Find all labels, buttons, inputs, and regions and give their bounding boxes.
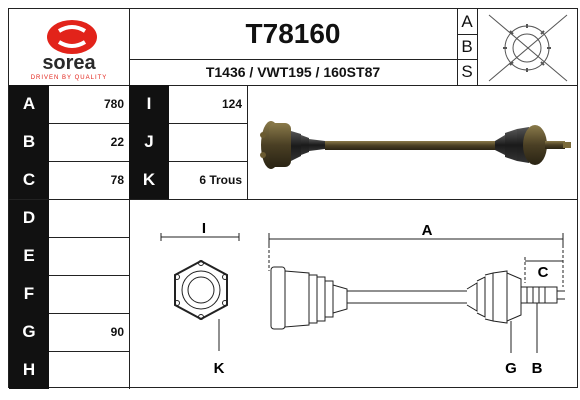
brand-name: sorea bbox=[42, 51, 96, 74]
dimension-table-left: A 780 B 22 C 78 D E F G 90 H bbox=[9, 85, 129, 389]
dim-label-j: J bbox=[129, 123, 169, 161]
dim-label-g: G bbox=[9, 313, 49, 351]
dim-value-a: 780 bbox=[103, 97, 124, 111]
diagram-label-b: B bbox=[532, 360, 543, 377]
dim-label-k: K bbox=[129, 161, 169, 199]
dim-label-i: I bbox=[129, 85, 169, 123]
dim-label-e: E bbox=[9, 237, 49, 275]
dim-value-k: 6 Trous bbox=[199, 173, 242, 187]
dim-value-c: 78 bbox=[110, 173, 124, 187]
diagram-label-g: G bbox=[505, 360, 517, 377]
dim-label-d: D bbox=[9, 199, 49, 237]
diagram-label-a: A bbox=[422, 222, 433, 239]
cross-references: T1436 / VWT195 / 160ST87 bbox=[205, 64, 381, 80]
dim-label-b: B bbox=[9, 123, 49, 161]
spec-sheet: sorea DRIVEN BY QUALITY T78160 T1436 / V… bbox=[8, 8, 578, 389]
diagram-label-i: I bbox=[202, 220, 206, 237]
dim-value-i: 124 bbox=[221, 97, 242, 111]
abs-letter-a: A bbox=[461, 11, 473, 31]
abs-column: A B S bbox=[457, 9, 477, 85]
drive-shaft-photo bbox=[260, 121, 571, 169]
logo-area: sorea DRIVEN BY QUALITY bbox=[9, 9, 129, 85]
brand-tagline: DRIVEN BY QUALITY bbox=[30, 75, 108, 81]
diagram-label-k: K bbox=[214, 360, 225, 377]
dim-value-g: 90 bbox=[110, 325, 124, 339]
dim-label-f: F bbox=[9, 275, 49, 313]
dim-value-b: 22 bbox=[110, 135, 124, 149]
dimension-table-mid: I 124 J K 6 Trous bbox=[129, 85, 247, 199]
dim-label-a: A bbox=[9, 85, 49, 123]
abs-crossed-ring-icon bbox=[488, 14, 568, 82]
technical-diagram: I A C K G B bbox=[160, 220, 565, 377]
diagram-label-c: C bbox=[538, 264, 549, 281]
dim-label-c: C bbox=[9, 161, 49, 199]
abs-letter-s: S bbox=[461, 62, 473, 81]
dim-label-h: H bbox=[9, 351, 49, 389]
sorea-logo bbox=[47, 20, 97, 54]
part-number: T78160 bbox=[245, 18, 341, 49]
abs-letter-b: B bbox=[461, 36, 473, 56]
